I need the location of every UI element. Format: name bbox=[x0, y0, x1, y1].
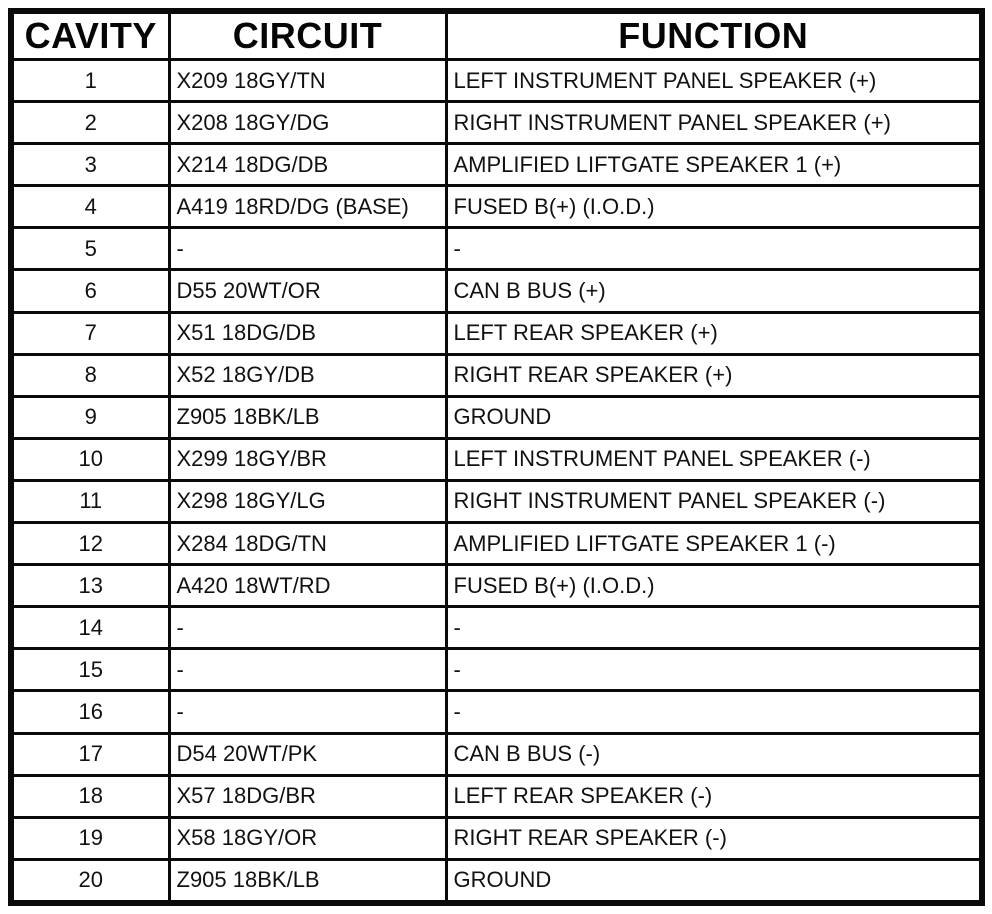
cavity-cell: 13 bbox=[9, 563, 171, 609]
circuit-cell: X209 18GY/TN bbox=[167, 57, 448, 104]
function-cell: FUSED B(+) (I.O.D.) bbox=[444, 184, 984, 230]
function-cell: LEFT INSTRUMENT PANEL SPEAKER (+) bbox=[444, 57, 984, 104]
circuit-cell: A420 18WT/RD bbox=[167, 563, 448, 609]
function-cell: CAN B BUS (+) bbox=[444, 268, 984, 314]
table-row: 14-- bbox=[9, 605, 984, 651]
circuit-cell: D55 20WT/OR bbox=[167, 268, 448, 314]
function-cell: RIGHT INSTRUMENT PANEL SPEAKER (+) bbox=[444, 100, 984, 146]
function-cell: LEFT INSTRUMENT PANEL SPEAKER (-) bbox=[444, 436, 984, 482]
cavity-cell: 6 bbox=[9, 268, 171, 314]
circuit-cell: X298 18GY/LG bbox=[167, 478, 448, 525]
cavity-cell: 7 bbox=[9, 310, 171, 356]
cavity-cell: 3 bbox=[9, 142, 171, 188]
circuit-cell: - bbox=[167, 226, 448, 272]
function-cell: RIGHT INSTRUMENT PANEL SPEAKER (-) bbox=[444, 478, 984, 525]
circuit-cell: X57 18DG/BR bbox=[167, 773, 448, 819]
function-cell: GROUND bbox=[444, 394, 984, 440]
table-row: 16-- bbox=[9, 689, 984, 735]
circuit-cell: X52 18GY/DB bbox=[167, 352, 448, 398]
circuit-cell: D54 20WT/PK bbox=[167, 731, 448, 777]
table-row: 15-- bbox=[9, 647, 984, 693]
cavity-cell: 1 bbox=[9, 57, 171, 104]
cavity-cell: 20 bbox=[9, 857, 171, 905]
column-header-circuit: CIRCUIT bbox=[167, 9, 448, 61]
column-header-function: FUNCTION bbox=[444, 9, 984, 61]
column-header-cavity: CAVITY bbox=[9, 9, 171, 61]
cavity-cell: 19 bbox=[9, 815, 171, 861]
function-cell: GROUND bbox=[444, 857, 984, 905]
cavity-cell: 11 bbox=[9, 478, 171, 525]
cavity-cell: 18 bbox=[9, 773, 171, 819]
circuit-cell: Z905 18BK/LB bbox=[167, 394, 448, 440]
table-header-row: CAVITY CIRCUIT FUNCTION bbox=[9, 9, 984, 61]
cavity-cell: 9 bbox=[9, 394, 171, 440]
function-cell: - bbox=[444, 689, 984, 735]
function-cell: LEFT REAR SPEAKER (-) bbox=[444, 773, 984, 819]
cavity-cell: 16 bbox=[9, 689, 171, 735]
circuit-cell: X284 18DG/TN bbox=[167, 521, 448, 567]
cavity-cell: 15 bbox=[9, 647, 171, 693]
cavity-cell: 5 bbox=[9, 226, 171, 272]
function-cell: RIGHT REAR SPEAKER (-) bbox=[444, 815, 984, 861]
cavity-cell: 14 bbox=[9, 605, 171, 651]
function-cell: - bbox=[444, 226, 984, 272]
function-cell: LEFT REAR SPEAKER (+) bbox=[444, 310, 984, 356]
circuit-cell: A419 18RD/DG (BASE) bbox=[167, 184, 448, 230]
circuit-cell: - bbox=[167, 605, 448, 651]
cavity-cell: 8 bbox=[9, 352, 171, 398]
cavity-cell: 17 bbox=[9, 731, 171, 777]
cavity-cell: 2 bbox=[9, 100, 171, 146]
circuit-cell: X299 18GY/BR bbox=[167, 436, 448, 482]
cavity-cell: 10 bbox=[9, 436, 171, 482]
function-cell: RIGHT REAR SPEAKER (+) bbox=[444, 352, 984, 398]
circuit-cell: - bbox=[167, 647, 448, 693]
cavity-cell: 4 bbox=[9, 184, 171, 230]
function-cell: - bbox=[444, 605, 984, 651]
cavity-cell: 12 bbox=[9, 521, 171, 567]
function-cell: - bbox=[444, 647, 984, 693]
function-cell: AMPLIFIED LIFTGATE SPEAKER 1 (+) bbox=[444, 142, 984, 188]
table-row: 5-- bbox=[9, 226, 984, 272]
circuit-cell: X208 18GY/DG bbox=[167, 100, 448, 146]
circuit-cell: Z905 18BK/LB bbox=[167, 857, 448, 905]
circuit-cell: X51 18DG/DB bbox=[167, 310, 448, 356]
circuit-cell: - bbox=[167, 689, 448, 735]
function-cell: CAN B BUS (-) bbox=[444, 731, 984, 777]
function-cell: AMPLIFIED LIFTGATE SPEAKER 1 (-) bbox=[444, 521, 984, 567]
circuit-cell: X58 18GY/OR bbox=[167, 815, 448, 861]
circuit-cell: X214 18DG/DB bbox=[167, 142, 448, 188]
function-cell: FUSED B(+) (I.O.D.) bbox=[444, 563, 984, 609]
